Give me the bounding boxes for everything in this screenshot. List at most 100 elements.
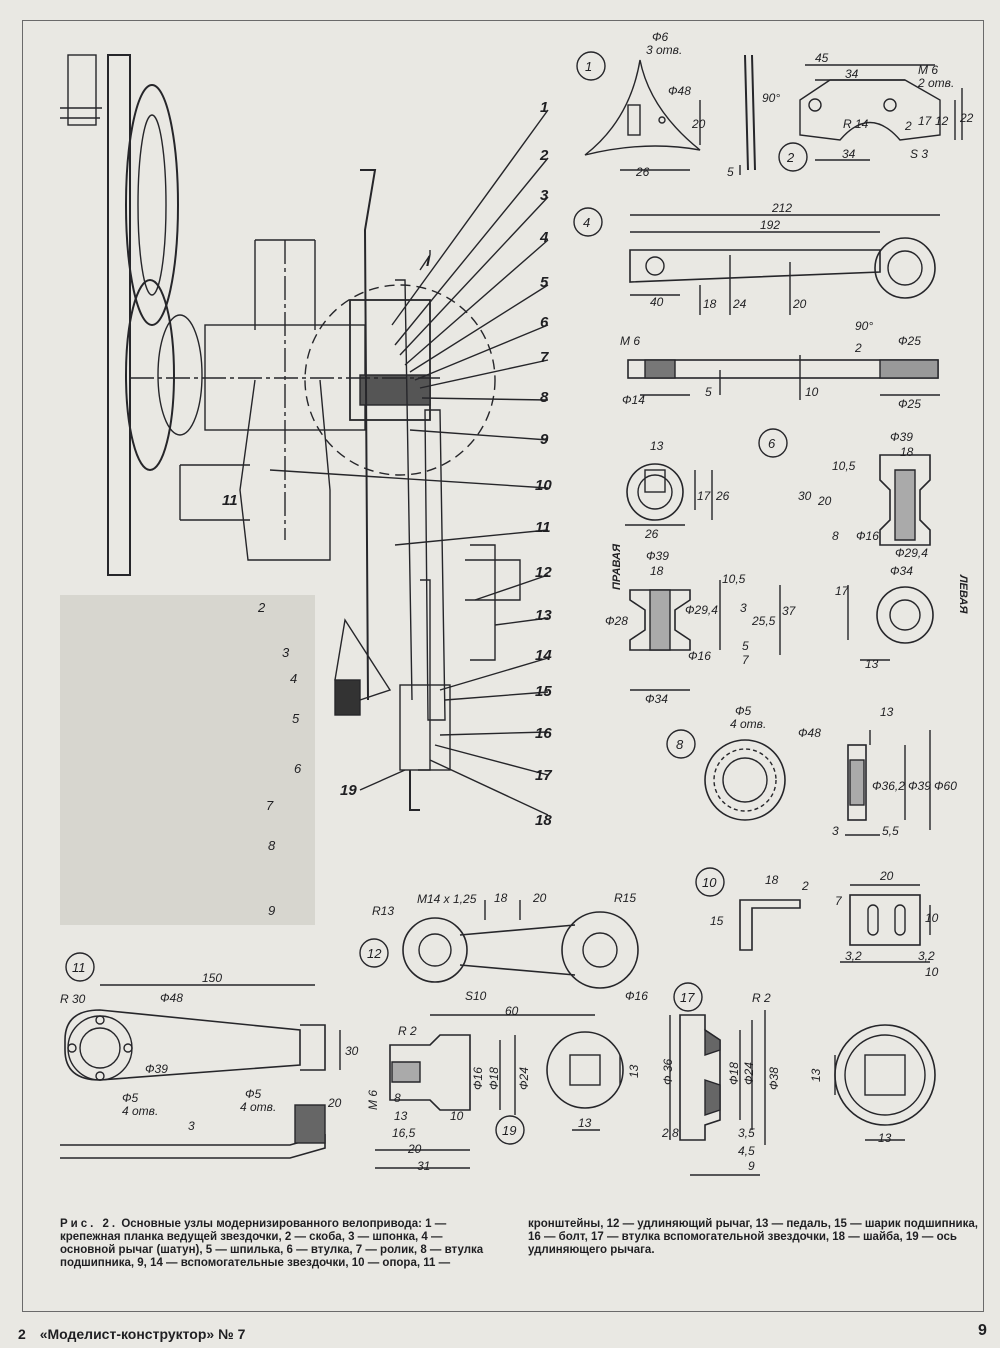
dim: 13 bbox=[394, 1109, 408, 1123]
dim: Ф36,2 bbox=[872, 779, 905, 793]
dim: R13 bbox=[372, 904, 394, 918]
detail-6-labels: 6 13 17 26 26 Ф39 18 10,5 30 20 8 Ф16 Ф2… bbox=[605, 430, 969, 706]
callout-8: 8 bbox=[540, 389, 549, 406]
page-frame bbox=[22, 20, 984, 1312]
dim: 3,2 bbox=[918, 949, 935, 963]
dim: 13 bbox=[809, 1068, 823, 1082]
dim: 5,5 bbox=[882, 824, 899, 838]
callout-2: 2 bbox=[539, 147, 549, 164]
dim: 22 bbox=[959, 111, 974, 125]
dim: 15 bbox=[710, 914, 724, 928]
dim: Ф18 bbox=[487, 1067, 501, 1090]
dim: 10,5 bbox=[722, 572, 746, 586]
dim: R 14 bbox=[843, 117, 869, 131]
detail-4-labels: 4 212 192 40 18 24 20 M 6 90° Ф25 Ф14 5 … bbox=[583, 201, 921, 411]
dim: 2 bbox=[801, 879, 809, 893]
callout-1: 1 bbox=[540, 99, 548, 116]
caption-column-1: Рис. 2. Основные узлы модернизированного… bbox=[60, 1218, 492, 1270]
dim: 17 bbox=[918, 114, 933, 128]
dim: Ф34 bbox=[890, 564, 913, 578]
dim: 25,5 bbox=[751, 614, 776, 628]
photo-callout-3: 3 bbox=[282, 645, 290, 660]
caption-title: Основные узлы модернизированного велопри… bbox=[121, 1218, 422, 1230]
dim: 7 bbox=[835, 894, 843, 908]
dim: Ф14 bbox=[622, 393, 645, 407]
dim: 16,5 bbox=[392, 1126, 416, 1140]
dim: R 2 bbox=[398, 1024, 417, 1038]
dim: Ф25 bbox=[898, 397, 921, 411]
photo-callout-6: 6 bbox=[294, 761, 302, 776]
callout-10: 10 bbox=[535, 477, 552, 494]
dim: 192 bbox=[760, 218, 780, 232]
magazine-title: «Моделист-конструктор» bbox=[39, 1326, 215, 1342]
dim: 13 bbox=[650, 439, 664, 453]
detail-12 bbox=[359, 900, 639, 1016]
dim: 2 bbox=[854, 341, 862, 355]
dim: 2,8 bbox=[661, 1126, 679, 1140]
callout-18: 18 bbox=[535, 812, 552, 829]
dim: Ф16 bbox=[625, 989, 648, 1003]
dim: 31 bbox=[417, 1159, 430, 1173]
dim: R15 bbox=[614, 891, 636, 905]
dim: Ф25 bbox=[898, 334, 921, 348]
detail-12-labels: 12 R13 M14 x 1,25 18 20 R15 S10 60 Ф16 bbox=[367, 891, 648, 1018]
photo-inset bbox=[60, 595, 315, 925]
detail-8-number: 8 bbox=[676, 737, 684, 752]
dim: 7 bbox=[742, 653, 750, 667]
dim: 10 bbox=[925, 965, 939, 979]
callout-16: 16 bbox=[535, 725, 552, 742]
dim: 5 bbox=[742, 639, 749, 653]
page-number-left: 2 bbox=[18, 1326, 26, 1342]
detail-2-labels: 2 45 34 M 6 2 отв. R 14 34 S 3 2 17 12 2… bbox=[786, 51, 974, 165]
dim: 13 bbox=[627, 1064, 641, 1078]
dim: 3,5 bbox=[738, 1126, 755, 1140]
detail-10-labels: 10 18 2 15 20 7 10 3,2 3,2 10 bbox=[702, 869, 939, 979]
dim: 212 bbox=[771, 201, 792, 215]
dim: 3 отв. bbox=[646, 43, 682, 57]
dim: 30 bbox=[798, 489, 812, 503]
dim: Ф18 bbox=[727, 1062, 741, 1085]
dim: 40 bbox=[650, 295, 664, 309]
dim: 8 bbox=[832, 529, 839, 543]
dim: 10 bbox=[805, 385, 819, 399]
dim: 18 bbox=[765, 873, 779, 887]
callout-13: 13 bbox=[535, 607, 552, 624]
dim: 20 bbox=[879, 869, 894, 883]
dim: 4 отв. bbox=[122, 1104, 158, 1118]
dim: Ф34 bbox=[645, 692, 668, 706]
dim: 13 bbox=[880, 705, 894, 719]
dim: 20 bbox=[817, 494, 832, 508]
detail-12-number: 12 bbox=[367, 946, 382, 961]
dim: 3 bbox=[832, 824, 839, 838]
dim: 18 bbox=[703, 297, 717, 311]
dim: Ф5 bbox=[735, 704, 752, 718]
dim: 60 bbox=[505, 1004, 519, 1018]
detail-6 bbox=[625, 428, 934, 691]
main-assembly bbox=[60, 54, 549, 816]
dim: R 30 bbox=[60, 992, 86, 1006]
detail-1-number: 1 bbox=[585, 59, 592, 74]
dim: 20 bbox=[407, 1142, 422, 1156]
dim: 3 bbox=[740, 601, 747, 615]
dim: R 2 bbox=[752, 991, 771, 1005]
dim: 10 bbox=[925, 911, 939, 925]
dim: 4,5 bbox=[738, 1144, 755, 1158]
dim: Ф48 bbox=[668, 84, 691, 98]
callout-6: 6 bbox=[540, 314, 549, 331]
dim: 20 bbox=[532, 891, 547, 905]
dim: 5 bbox=[705, 385, 712, 399]
photo-callout-5: 5 bbox=[292, 711, 300, 726]
caption-body-2: кронштейны, 12 — удлиняющий рычаг, 13 — … bbox=[528, 1218, 978, 1256]
dim: 34 bbox=[845, 67, 859, 81]
left-side-label: ЛЕВАЯ bbox=[957, 574, 969, 614]
detail-2 bbox=[778, 64, 963, 172]
callout-3: 3 bbox=[540, 187, 549, 204]
dim: 34 bbox=[842, 147, 856, 161]
dim: 13 bbox=[865, 657, 879, 671]
callout-12: 12 bbox=[535, 564, 552, 581]
dim: 13 bbox=[878, 1131, 892, 1145]
main-callouts: 1 2 3 4 5 6 7 8 9 10 11 12 13 14 15 16 1… bbox=[222, 99, 552, 829]
dim: Ф60 bbox=[934, 779, 957, 793]
detail-8 bbox=[666, 729, 931, 836]
